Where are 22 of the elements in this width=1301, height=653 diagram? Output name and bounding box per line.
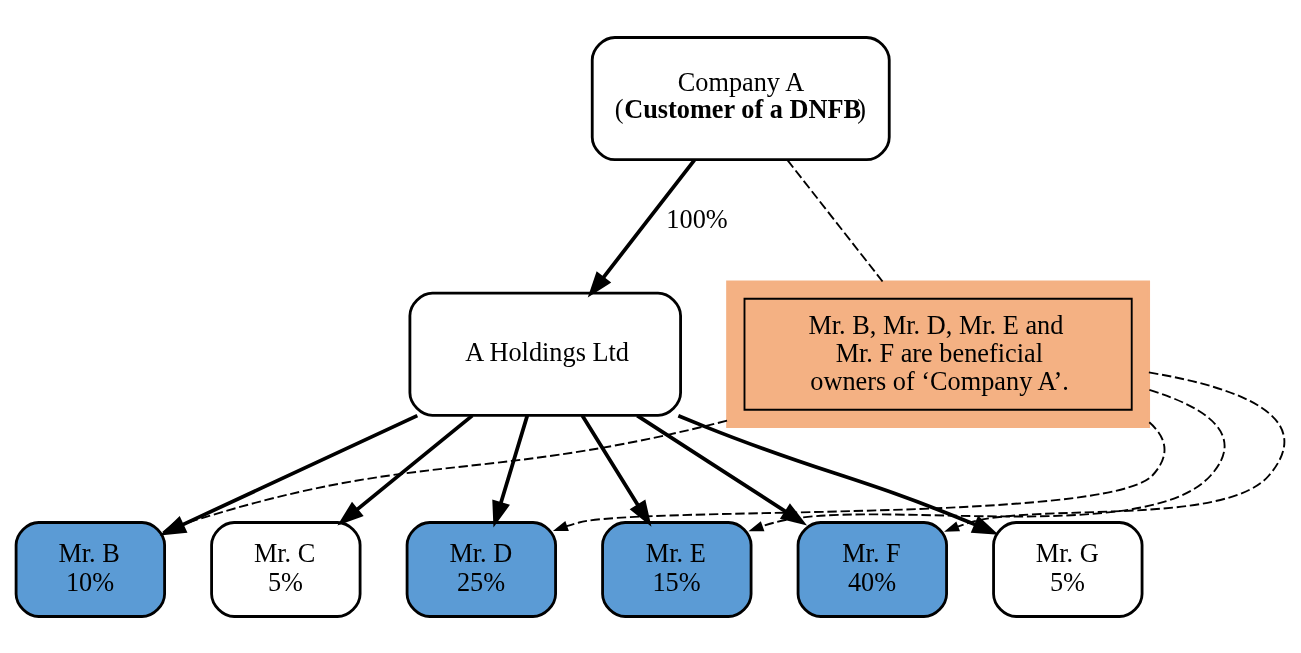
- arrow: [162, 419, 728, 532]
- node-box: Company A (Customer of a DNFB): [590, 35, 891, 161]
- connector: [786, 158, 884, 282]
- arrow: [492, 414, 530, 527]
- arrow: [159, 413, 419, 535]
- arrow: [636, 413, 808, 525]
- arrow: [677, 413, 999, 535]
- arrow: [580, 414, 652, 527]
- node-box: A Holdings Ltd: [408, 291, 682, 417]
- node-box: Mr. G 5%: [992, 520, 1144, 618]
- edge-label: 100%: [666, 204, 728, 234]
- arrow: [748, 388, 1226, 531]
- arrow: [337, 413, 474, 526]
- node-box: Mr. F 40%: [796, 520, 948, 618]
- node-box: Mr. E 15%: [601, 520, 753, 618]
- node-box: Mr. D 25%: [405, 520, 557, 618]
- node-box: Mr. B, Mr. D, Mr. E and Mr. F are beneficial owners of ‘Company A’.: [726, 279, 1151, 428]
- arrow: [552, 420, 1166, 531]
- node-box: Mr. C 5%: [210, 520, 362, 618]
- arrow: [944, 371, 1285, 532]
- arrow: [587, 158, 696, 298]
- node-box: Mr. B 10%: [14, 520, 166, 618]
